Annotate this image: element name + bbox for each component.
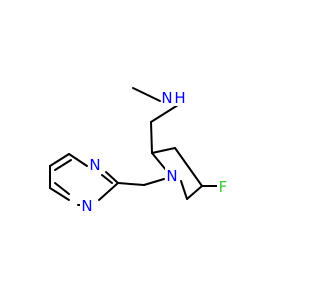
bond-c5-n1 <box>180 180 188 200</box>
bond-ch2-c2 <box>150 121 153 154</box>
bonds <box>49 87 218 206</box>
bond-pyr-c2-n1 <box>98 182 119 201</box>
molecule-diagram: N H N F N N <box>0 0 300 300</box>
amine-nitrogen-label: N <box>161 89 172 107</box>
bond-pyr-c2-n3 <box>105 171 119 184</box>
amine-hydrogen-label: H <box>174 89 185 107</box>
bond-pyr-n3-c4 <box>68 153 88 167</box>
pyrimidine-n1-label: N <box>81 197 92 215</box>
fluorine-group: F <box>217 178 230 196</box>
background <box>0 0 300 300</box>
bond-c2-c3 <box>151 147 176 154</box>
bond-n1-ch2 <box>143 178 165 186</box>
bond-c4-c5 <box>186 185 203 200</box>
bond-n1-c2 <box>151 152 167 171</box>
atom-labels: N H N F N N <box>80 89 230 215</box>
bond-c3-c4 <box>174 147 203 187</box>
fluorine-label: F <box>219 178 228 196</box>
bond-methyl-amine <box>132 87 161 102</box>
bond-ch2-c2pyr <box>117 182 145 186</box>
pyrimidine-n3-label: N <box>89 156 100 174</box>
structure-canvas: N H N F N N <box>0 0 300 300</box>
bond-pyr-c2-n3-double <box>101 174 113 184</box>
ring-nitrogen-group: N <box>165 167 179 185</box>
bond-pyr-c6-n1-double <box>54 182 70 195</box>
pyrimidine-n1-group: N <box>80 197 94 215</box>
bond-pyr-c6-n1 <box>49 187 70 201</box>
ring-nitrogen-label: N <box>166 167 177 185</box>
bond-amine-ch2 <box>150 104 179 123</box>
amine-nh-label: N H <box>161 89 188 107</box>
pyrimidine-n3-group: N <box>88 156 102 174</box>
bond-pyr-c4-c5-double <box>54 159 72 171</box>
bond-pyr-c4-c5 <box>49 153 70 167</box>
